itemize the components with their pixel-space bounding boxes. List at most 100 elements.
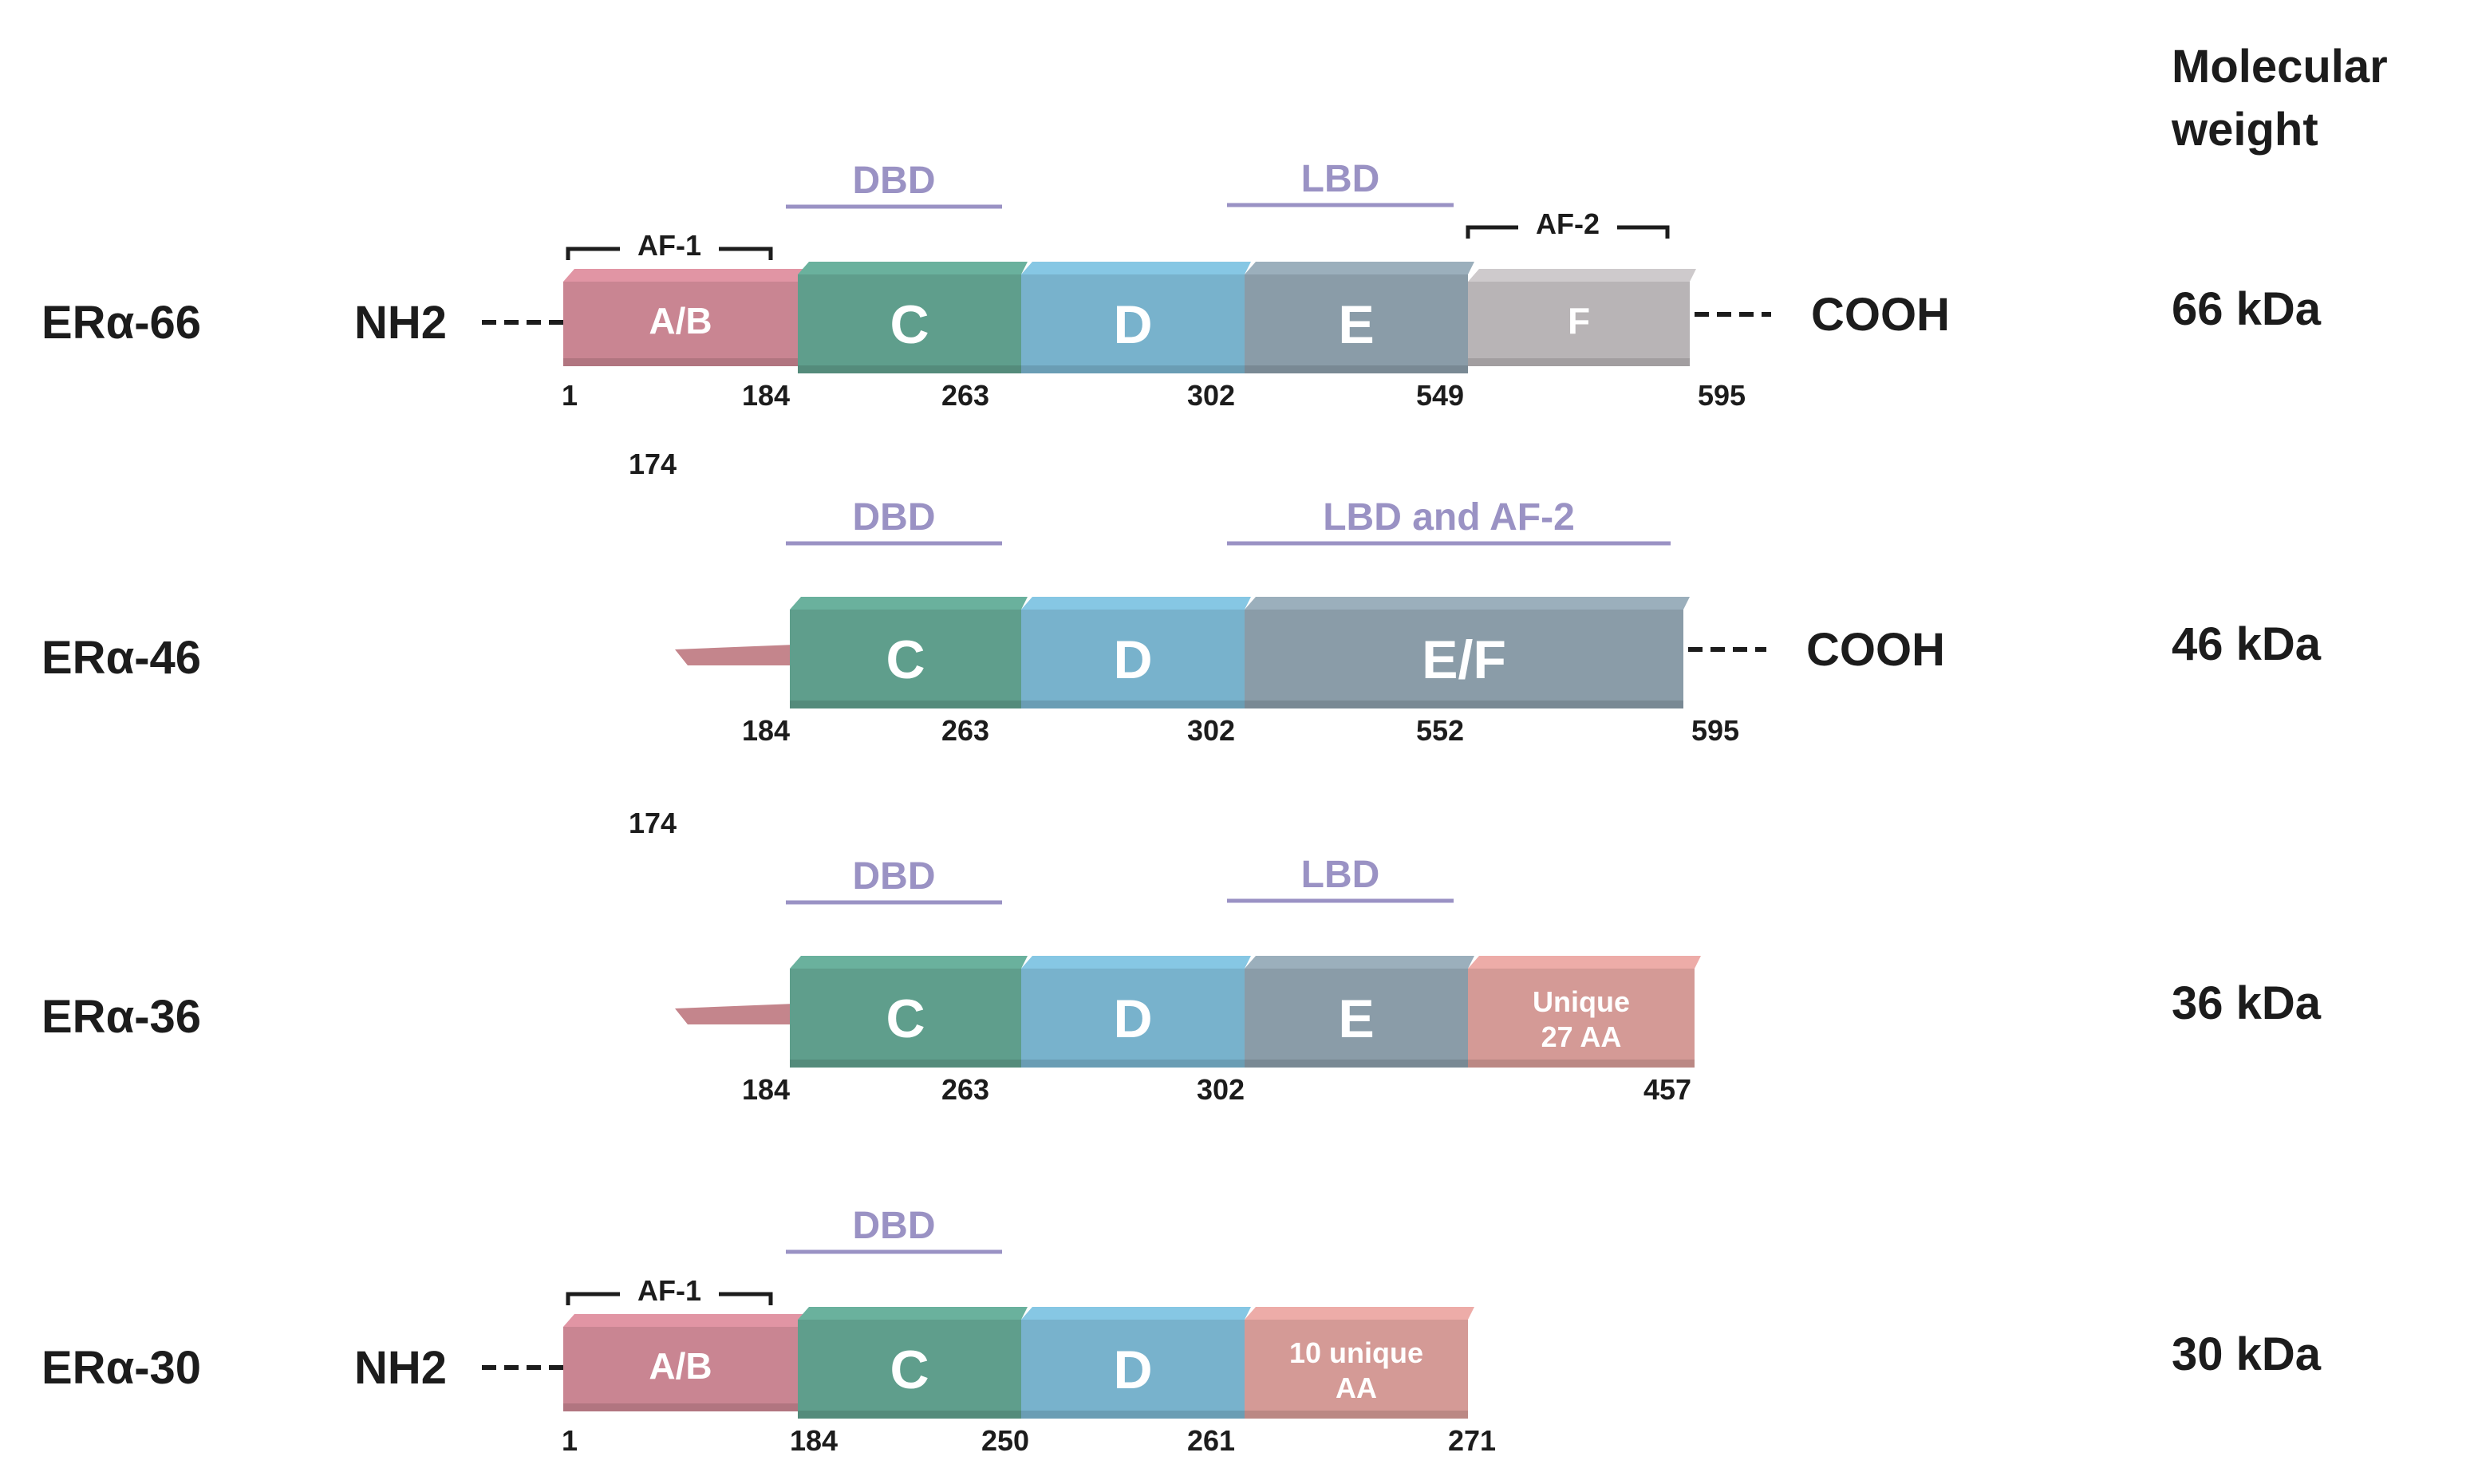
molecular-weight-value: 36 kDa (2172, 977, 2322, 1029)
segment-label: D (1113, 1340, 1152, 1400)
segment-front-face (1021, 969, 1245, 1068)
segment-front-face (1245, 1320, 1468, 1419)
n-terminus-label: NH2 (354, 297, 447, 349)
n-terminal-stub (675, 645, 795, 665)
region-label: LBD (1301, 854, 1380, 896)
domain-segment: D (1021, 1307, 1251, 1419)
molecular-weight-value: 66 kDa (2172, 283, 2322, 335)
domain-segment: C (790, 956, 1028, 1068)
residue-position: 184 (742, 379, 790, 412)
segment-top-face (790, 597, 1028, 610)
segment-bottom-shade (563, 358, 798, 366)
residue-position: 263 (941, 379, 989, 412)
molecular-weight-header: weight (2171, 104, 2318, 156)
segment-bottom-shade (1021, 365, 1245, 373)
domain-segment: D (1021, 262, 1251, 373)
domain-segment: E (1245, 262, 1474, 373)
c-terminus-label: COOH (1806, 624, 1945, 676)
domain-segment: E (1245, 956, 1474, 1068)
segment-label: A/B (649, 300, 712, 341)
segment-front-face (798, 1320, 1021, 1419)
molecular-weight-header: Molecular (2172, 41, 2388, 93)
segment-front-face (563, 282, 798, 366)
residue-position: 261 (1187, 1424, 1235, 1457)
segment-top-face (798, 262, 1028, 274)
segment-front-face (1021, 1320, 1245, 1419)
region-label: LBD (1301, 158, 1380, 200)
segment-front-face (1021, 274, 1245, 373)
segment-bottom-shade (1468, 358, 1690, 366)
segment-front-face (563, 1327, 798, 1411)
segment-label: D (1113, 294, 1152, 355)
af-label-bg (620, 1273, 719, 1302)
segment-bottom-shade (563, 1403, 798, 1411)
segment-label: 10 unique (1289, 1336, 1423, 1369)
segment-front-face (798, 274, 1021, 373)
segment-front-face (1468, 969, 1695, 1068)
segment-bottom-shade (790, 1060, 1021, 1068)
segment-front-face (1468, 282, 1690, 366)
residue-position: 595 (1691, 714, 1739, 747)
residue-position: 595 (1698, 379, 1746, 412)
segment-bottom-shade (798, 365, 1021, 373)
segment-label: E/F (1422, 630, 1506, 690)
segment-top-face (1245, 262, 1474, 274)
domain-segment: F (1468, 269, 1696, 366)
af-label: AF-2 (1536, 207, 1600, 240)
segment-label: AA (1336, 1372, 1377, 1404)
segment-bottom-shade (1021, 1060, 1245, 1068)
segment-bottom-shade (1245, 1060, 1468, 1068)
region-label: DBD (853, 1205, 936, 1247)
residue-position: 302 (1187, 379, 1235, 412)
segment-bottom-shade (1021, 701, 1245, 708)
segment-top-face (563, 269, 804, 282)
domain-segment: D (1021, 956, 1251, 1068)
segment-label: Unique (1533, 985, 1630, 1018)
residue-position: 549 (1416, 379, 1464, 412)
residue-position: 184 (790, 1424, 838, 1457)
residue-position: 184 (742, 1073, 790, 1106)
segment-top-face (1021, 956, 1251, 969)
segment-top-face (563, 1314, 804, 1327)
domain-segment: D (1021, 597, 1251, 708)
segment-label: C (890, 294, 929, 355)
domain-segment: C (798, 1307, 1028, 1419)
segment-top-face (1468, 269, 1696, 282)
domain-segment: A/B (563, 1314, 804, 1411)
segment-front-face (1021, 610, 1245, 708)
af-label: AF-1 (637, 1274, 701, 1307)
segment-label: E (1338, 989, 1374, 1049)
residue-position: 1 (562, 379, 578, 412)
segment-label: C (886, 989, 925, 1049)
region-label: DBD (853, 496, 936, 539)
residue-position: 263 (941, 714, 989, 747)
segment-bottom-shade (790, 701, 1021, 708)
segment-front-face (790, 610, 1021, 708)
segment-front-face (1245, 969, 1468, 1068)
molecular-weight-value: 46 kDa (2172, 618, 2322, 670)
segment-top-face (1245, 1307, 1474, 1320)
stub-position-label: 174 (629, 448, 677, 480)
segment-label: E (1338, 294, 1374, 355)
segment-front-face (1245, 274, 1468, 373)
residue-position: 552 (1416, 714, 1464, 747)
segment-label: C (890, 1340, 929, 1400)
isoform-name: ERα-66 (41, 297, 201, 349)
residue-position: 457 (1643, 1073, 1691, 1106)
residue-position: 302 (1187, 714, 1235, 747)
segment-label: F (1568, 300, 1590, 341)
segment-label: 27 AA (1541, 1020, 1622, 1053)
stub-position-label: 174 (629, 807, 677, 839)
segment-front-face (1245, 610, 1683, 708)
segment-label: D (1113, 630, 1152, 690)
af-label-bg (1518, 207, 1617, 235)
segment-top-face (1021, 597, 1251, 610)
domain-segment: A/B (563, 269, 804, 366)
segment-top-face (1021, 262, 1251, 274)
n-terminus-label: NH2 (354, 1342, 447, 1394)
isoform-name: ERα-30 (41, 1342, 201, 1394)
c-terminus-label: COOH (1811, 289, 1950, 341)
n-terminal-stub (675, 1004, 795, 1024)
